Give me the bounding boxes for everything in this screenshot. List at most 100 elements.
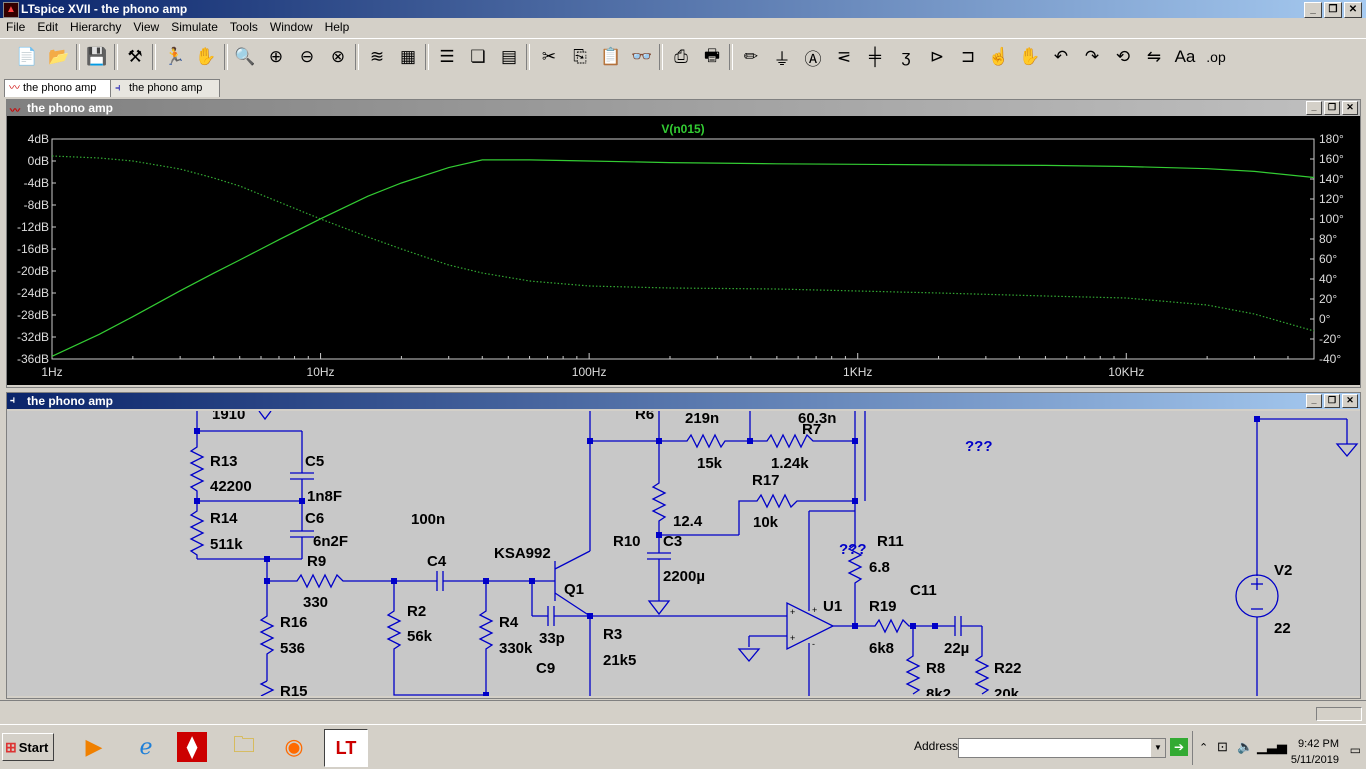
acrobat-reader-icon[interactable]: ⧫: [177, 732, 207, 762]
zoom-out-icon[interactable]: ⊖: [299, 47, 315, 66]
waveform-close-button[interactable]: ✕: [1342, 101, 1358, 115]
file-explorer-icon[interactable]: 🗀: [232, 732, 255, 757]
menu-bar: File Edit Hierarchy View Simulate Tools Window…: [0, 18, 1366, 38]
inductor-icon[interactable]: ʒ: [901, 47, 911, 66]
y2-tick-label: -20°: [1319, 332, 1341, 346]
move-hand-icon[interactable]: ☝: [988, 47, 1010, 66]
cascade-icon[interactable]: ❏: [470, 47, 486, 66]
tile-vertical-icon[interactable]: ▤: [500, 47, 518, 66]
waveform-restore-button[interactable]: ❐: [1324, 101, 1340, 115]
schematic-minimize-button[interactable]: _: [1306, 394, 1322, 408]
menu-tools[interactable]: Tools: [229, 20, 258, 34]
tray-signal-icon[interactable]: ▁▃▅: [1257, 739, 1287, 754]
y2-tick-label: 80°: [1319, 232, 1337, 246]
menu-window[interactable]: Window: [269, 20, 313, 34]
spice-directive-icon[interactable]: .op: [1206, 49, 1226, 65]
label-r22-value: 20k: [994, 686, 1020, 696]
start-button[interactable]: ⊞ Start: [2, 733, 54, 761]
new-schematic-icon[interactable]: 📄: [16, 47, 38, 66]
print-icon[interactable]: 🖶: [703, 45, 721, 65]
open-folder-icon[interactable]: 📂: [48, 47, 70, 66]
redo-icon[interactable]: ↷: [1084, 47, 1100, 66]
clock[interactable]: 9:42 PM 5/11/2019: [1291, 736, 1339, 768]
internet-explorer-icon[interactable]: ℯ: [139, 734, 153, 759]
label-c5-value: 1n8F: [307, 488, 342, 505]
pan-icon[interactable]: ⊕: [268, 47, 284, 66]
label-net-icon[interactable]: Ⓐ: [804, 49, 822, 69]
label-r6: R6: [635, 411, 654, 423]
schematic-restore-button[interactable]: ❐: [1324, 394, 1340, 408]
print-preview-icon[interactable]: ⎙: [674, 47, 688, 66]
x-tick-label: 10Hz: [307, 365, 335, 379]
title-bar: ▲ LTspice XVII - the phono amp _ ❐ ✕: [0, 0, 1366, 18]
mirror-icon[interactable]: ⇋: [1146, 47, 1162, 66]
find-icon[interactable]: 👓: [631, 47, 653, 66]
draw-wire-icon[interactable]: ✏: [743, 47, 759, 66]
cut-icon[interactable]: ✂: [541, 47, 557, 66]
y2-tick-label: -40°: [1319, 352, 1341, 366]
tray-volume-icon[interactable]: 🔈: [1237, 739, 1254, 754]
label-unknown-1: ???: [965, 438, 993, 455]
grid-icon[interactable]: ▦: [399, 47, 417, 66]
label-r10-value: 12.4: [673, 513, 703, 530]
magnitude-trace[interactable]: [51, 159, 1315, 357]
minimize-button[interactable]: _: [1304, 2, 1322, 18]
label-u1: U1: [823, 598, 842, 615]
clock-time: 9:42 PM: [1298, 738, 1339, 750]
menu-file[interactable]: File: [6, 20, 26, 34]
tray-expand-icon[interactable]: ⌃: [1199, 742, 1209, 754]
menu-hierarchy[interactable]: Hierarchy: [70, 20, 122, 34]
halt-icon[interactable]: ✋: [195, 47, 217, 66]
trace-label[interactable]: V(n015): [661, 122, 704, 136]
rotate-icon[interactable]: ⟲: [1115, 47, 1131, 66]
tab-waveform[interactable]: 〰the phono amp: [4, 79, 112, 97]
tile-horizontal-icon[interactable]: ☰: [439, 47, 455, 66]
taskbar: ⊞ Start ▶ ℯ ⧫ 🗀 ◉ LT Address ▼ ➔ ⌃ ⊡ 🔈 ▁…: [0, 724, 1366, 769]
firefox-icon[interactable]: ◉: [284, 734, 304, 759]
schematic-canvas[interactable]: 1910 R13 42200 R14 511k C5 1n8F C6 6n2F …: [7, 411, 1360, 696]
ltspice-taskbar-icon[interactable]: LT: [324, 729, 368, 767]
copy-icon[interactable]: ⎘: [573, 47, 587, 66]
label-c3: C3: [663, 533, 682, 550]
run-icon[interactable]: 🏃: [164, 47, 186, 66]
address-input[interactable]: ▼: [958, 738, 1166, 758]
drag-hand-icon[interactable]: ✋: [1019, 47, 1041, 66]
control-panel-icon[interactable]: ⚒: [127, 47, 143, 66]
text-icon[interactable]: Aa: [1174, 47, 1196, 66]
diode-icon[interactable]: ⊳: [929, 47, 945, 66]
autorange-icon[interactable]: ≋: [369, 47, 385, 66]
zoom-in-icon[interactable]: 🔍: [234, 47, 256, 66]
paste-icon[interactable]: 📋: [600, 47, 622, 66]
label-r3-value: 21k5: [603, 652, 636, 669]
zoom-fit-icon[interactable]: ⊗: [330, 47, 346, 66]
clock-date: 5/11/2019: [1290, 754, 1339, 766]
undo-icon[interactable]: ↶: [1053, 47, 1069, 66]
restore-button[interactable]: ❐: [1324, 2, 1342, 18]
menu-help[interactable]: Help: [324, 20, 350, 34]
label-top-value: 1910: [212, 411, 245, 423]
component-icon[interactable]: ⊐: [960, 47, 976, 66]
phase-trace[interactable]: [51, 155, 1315, 332]
label-r3: R3: [603, 626, 622, 643]
media-player-icon[interactable]: ▶: [85, 734, 103, 759]
tray-network-icon[interactable]: ⊡: [1217, 739, 1228, 754]
schematic-close-button[interactable]: ✕: [1342, 394, 1358, 408]
notification-icon[interactable]: ▭: [1349, 743, 1361, 757]
address-go-icon[interactable]: ➔: [1170, 738, 1188, 756]
menu-edit[interactable]: Edit: [37, 20, 59, 34]
system-tray: ⌃ ⊡ 🔈 ▁▃▅ 9:42 PM 5/11/2019 ▭: [1192, 731, 1365, 768]
waveform-minimize-button[interactable]: _: [1306, 101, 1322, 115]
close-button[interactable]: ✕: [1344, 2, 1362, 18]
y2-tick-label: 100°: [1319, 212, 1344, 226]
menu-view[interactable]: View: [133, 20, 160, 34]
window-title: LTspice XVII - the phono amp: [21, 2, 188, 16]
ground-icon[interactable]: ⏚: [773, 49, 791, 69]
resistor-icon[interactable]: ⋜: [836, 47, 852, 66]
address-dropdown-icon[interactable]: ▼: [1151, 739, 1165, 757]
tab-schematic[interactable]: ⫞the phono amp: [110, 79, 220, 97]
tab-label: the phono amp: [129, 82, 203, 94]
menu-simulate[interactable]: Simulate: [171, 20, 218, 34]
save-icon[interactable]: 💾: [86, 47, 108, 66]
capacitor-icon[interactable]: ╪: [868, 47, 882, 66]
